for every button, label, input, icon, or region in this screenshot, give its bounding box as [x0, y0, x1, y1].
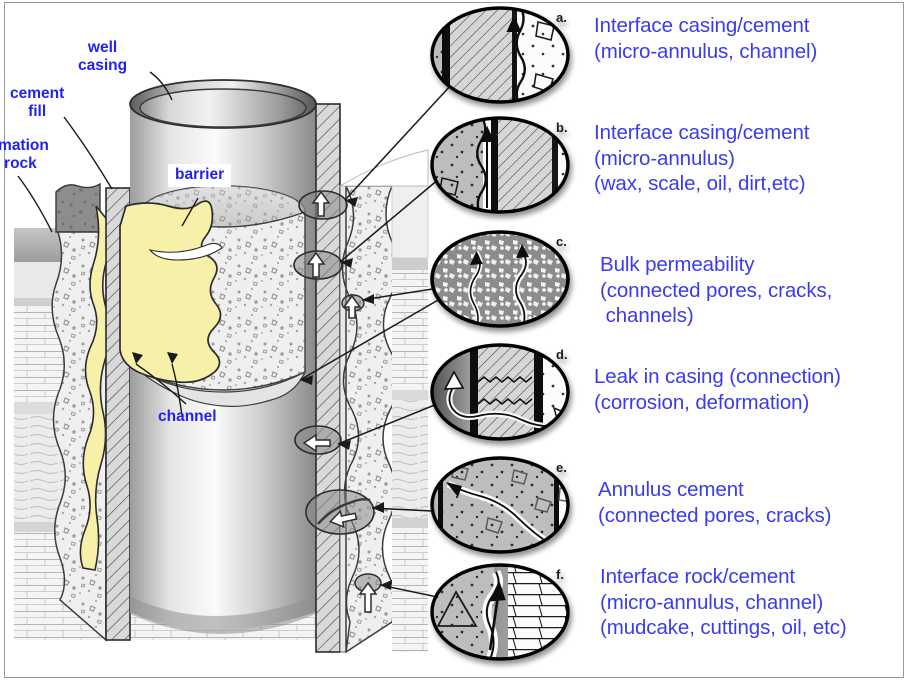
caption-d: Leak in casing (connection) (corrosion, …	[594, 365, 841, 414]
inset-e: e.	[430, 456, 570, 554]
crack-line-e	[317, 498, 371, 525]
inset-a: a.	[430, 6, 570, 104]
annotation-formation-rock: rmation rock	[0, 137, 49, 172]
formation-right	[391, 185, 429, 652]
inset-details-column: a.	[428, 0, 580, 672]
inset-letter-e: e.	[556, 460, 567, 475]
flow-arrow-f	[358, 581, 378, 613]
caption-c: Bulk permeability (connected pores, crac…	[600, 253, 833, 327]
annotation-barrier: barrier	[168, 164, 232, 187]
caption-e: Annulus cement (connected pores, cracks)	[598, 478, 832, 527]
inset-d: d.	[430, 343, 570, 441]
annotation-leaders	[17, 71, 199, 417]
inset-b: b.	[430, 116, 570, 214]
flow-arrows	[302, 190, 378, 613]
gas-channel-center	[119, 200, 223, 384]
formation-rock-block	[55, 182, 101, 233]
flow-arrow-c	[342, 294, 362, 319]
inset-letter-f: f.	[556, 567, 564, 582]
flow-arrow-a	[311, 190, 331, 217]
annotation-arrowheads	[132, 352, 178, 364]
inset-letter-a: a.	[556, 10, 567, 25]
flow-arrow-b	[306, 251, 326, 278]
wellbore-cross-section	[14, 71, 453, 654]
annotation-channel: channel	[158, 408, 217, 425]
caption-column: Interface casing/cement (micro-annulus, …	[586, 0, 908, 681]
caption-b: Interface casing/cement (micro-annulus) …	[594, 121, 810, 195]
inset-c: c.	[430, 230, 570, 328]
inset-letter-c: c.	[556, 234, 567, 249]
caption-a: Interface casing/cement (micro-annulus, …	[594, 14, 818, 63]
leader-arrowheads	[300, 197, 392, 590]
flow-arrow-d	[302, 433, 331, 453]
inset-f: f.	[430, 563, 570, 661]
annotation-cement-fill: cement fill	[10, 85, 65, 120]
inset-letter-b: b.	[556, 120, 568, 135]
inset-letter-d: d.	[556, 347, 568, 362]
ground-surface-right	[338, 149, 429, 187]
caption-f: Interface rock/cement (micro-annulus, ch…	[600, 565, 847, 639]
flow-arrow-e	[329, 509, 358, 529]
annotation-well-casing: well casing	[78, 39, 128, 74]
